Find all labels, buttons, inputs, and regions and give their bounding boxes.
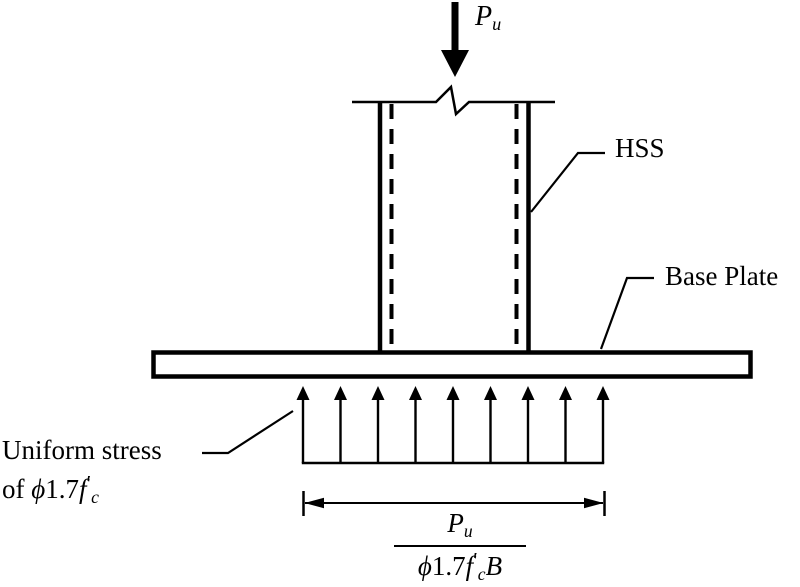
stress-arrow [595,384,611,465]
base-plate-shape [151,350,753,379]
stress-arrow [295,384,311,465]
base-plate-label: Base Plate [665,261,779,291]
stress-arrow [370,384,386,465]
uniform-stress-leader-line [202,410,294,455]
load-subscript: u [492,14,502,35]
stress-arrow [332,384,349,465]
fraction-denominator: ϕ1.7f′cB [417,547,503,584]
hss-leader-line [530,151,605,213]
stress-arrow [445,384,461,465]
load-label: Pu [475,1,501,35]
fraction-bar [394,544,526,547]
uniform-stress-label: Uniform stress of ϕ1.7f′c [2,434,162,514]
load-symbol: P [475,1,493,32]
stress-arrow [520,384,536,465]
stress-arrows [295,384,611,465]
uniform-stress-line2: of ϕ1.7f′c [2,471,99,507]
uniform-stress-line1: Uniform stress [2,435,162,465]
stress-arrow [482,384,499,465]
fraction-numerator: Pu [447,508,473,541]
stress-arrow [407,384,424,465]
stress-arrow [557,384,574,465]
stress-fraction: Pu ϕ1.7f′cB [394,508,526,585]
column-break-line [352,84,555,117]
load-arrow-icon [441,2,469,77]
base-plate-leader-line [599,276,654,350]
dimension-arrow [302,491,606,516]
hss-label: HSS [615,133,665,163]
